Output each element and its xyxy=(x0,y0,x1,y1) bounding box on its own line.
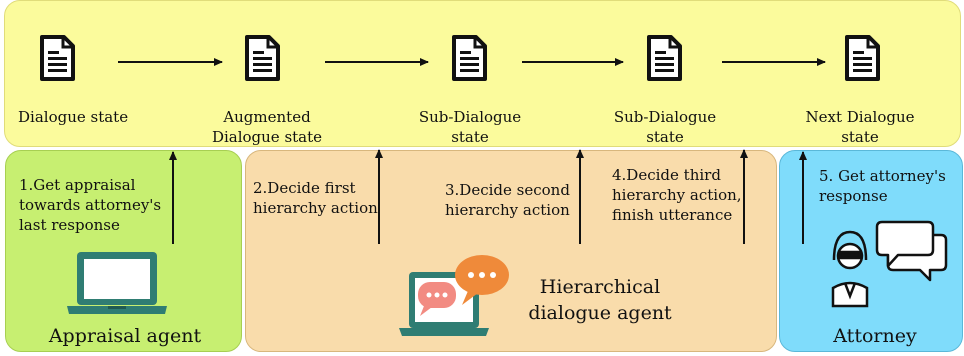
hierarchical-dialogue-agent-panel xyxy=(245,150,777,352)
laptop-icon xyxy=(67,252,167,314)
attorney-person-icon xyxy=(831,230,869,308)
document-icon-state-5 xyxy=(845,35,880,81)
appraisal-agent-panel xyxy=(5,150,242,352)
step-label-1: 1.Get appraisal towards attorney's last … xyxy=(19,176,162,234)
attorney-label: Attorney xyxy=(833,325,917,347)
state-label-2: Augmented Dialogue state xyxy=(211,108,323,146)
dialogue-agent-label: Hierarchical dialogue agent xyxy=(528,276,672,324)
step-label-4: 4.Decide third hierarchy action, finish … xyxy=(612,166,742,224)
document-icon-state-2 xyxy=(245,35,280,81)
document-icon-state-3 xyxy=(452,35,487,81)
state-label-1: Dialogue state xyxy=(18,108,129,126)
document-icon-state-4 xyxy=(647,35,682,81)
speech-bubbles-icon xyxy=(875,220,948,282)
state-label-5: Next Dialogue state xyxy=(805,108,915,146)
state-label-3: Sub-Dialogue state xyxy=(418,108,522,146)
laptop-chat-icon xyxy=(399,255,509,336)
state-label-4: Sub-Dialogue state xyxy=(613,108,717,146)
appraisal-agent-label: Appraisal agent xyxy=(48,325,202,347)
step-label-3: 3.Decide second hierarchy action xyxy=(445,181,570,219)
document-icon-state-1 xyxy=(40,35,75,81)
step-label-2: 2.Decide first hierarchy action xyxy=(253,179,378,217)
step-label-5: 5. Get attorney's response xyxy=(819,167,946,205)
